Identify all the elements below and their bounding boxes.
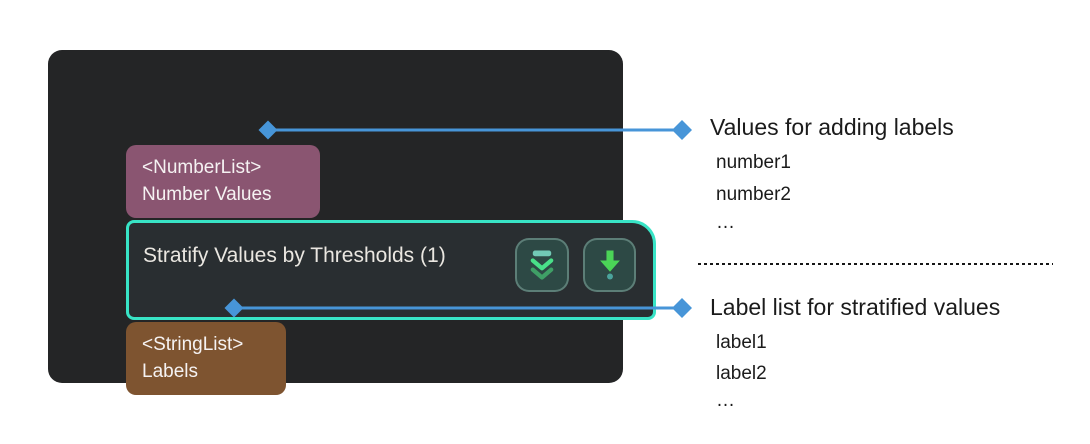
- node-panel: <NumberList> Number Values Stratify Valu…: [48, 50, 656, 395]
- output-port-type: <StringList>: [142, 334, 244, 355]
- collapse-chevrons-icon: [525, 247, 559, 284]
- annotation-item: number2: [716, 184, 791, 205]
- collapse-button[interactable]: [515, 238, 569, 292]
- annotation-item: label1: [716, 332, 767, 353]
- node-body[interactable]: Stratify Values by Thresholds (1): [126, 220, 656, 320]
- input-port-number-values[interactable]: <NumberList> Number Values: [126, 145, 320, 218]
- input-port-name: Number Values: [142, 184, 272, 205]
- output-port-labels[interactable]: <StringList> Labels: [126, 322, 286, 395]
- node-title: Stratify Values by Thresholds (1): [143, 244, 446, 267]
- download-arrow-icon: [593, 247, 627, 284]
- download-output-button[interactable]: [583, 238, 636, 292]
- annotation-item: …: [716, 212, 735, 233]
- annotation-item: number1: [716, 152, 791, 173]
- input-port-type: <NumberList>: [142, 157, 262, 178]
- annotation-title-labels: Label list for stratified values: [710, 294, 1001, 320]
- diamond-endpoint-icon: [672, 298, 692, 318]
- annotation-title-values: Values for adding labels: [710, 114, 954, 140]
- dashed-separator: [698, 263, 1053, 265]
- diamond-endpoint-icon: [672, 120, 692, 140]
- output-port-name: Labels: [142, 361, 198, 382]
- annotation-item: label2: [716, 363, 767, 384]
- annotation-item: …: [716, 390, 735, 411]
